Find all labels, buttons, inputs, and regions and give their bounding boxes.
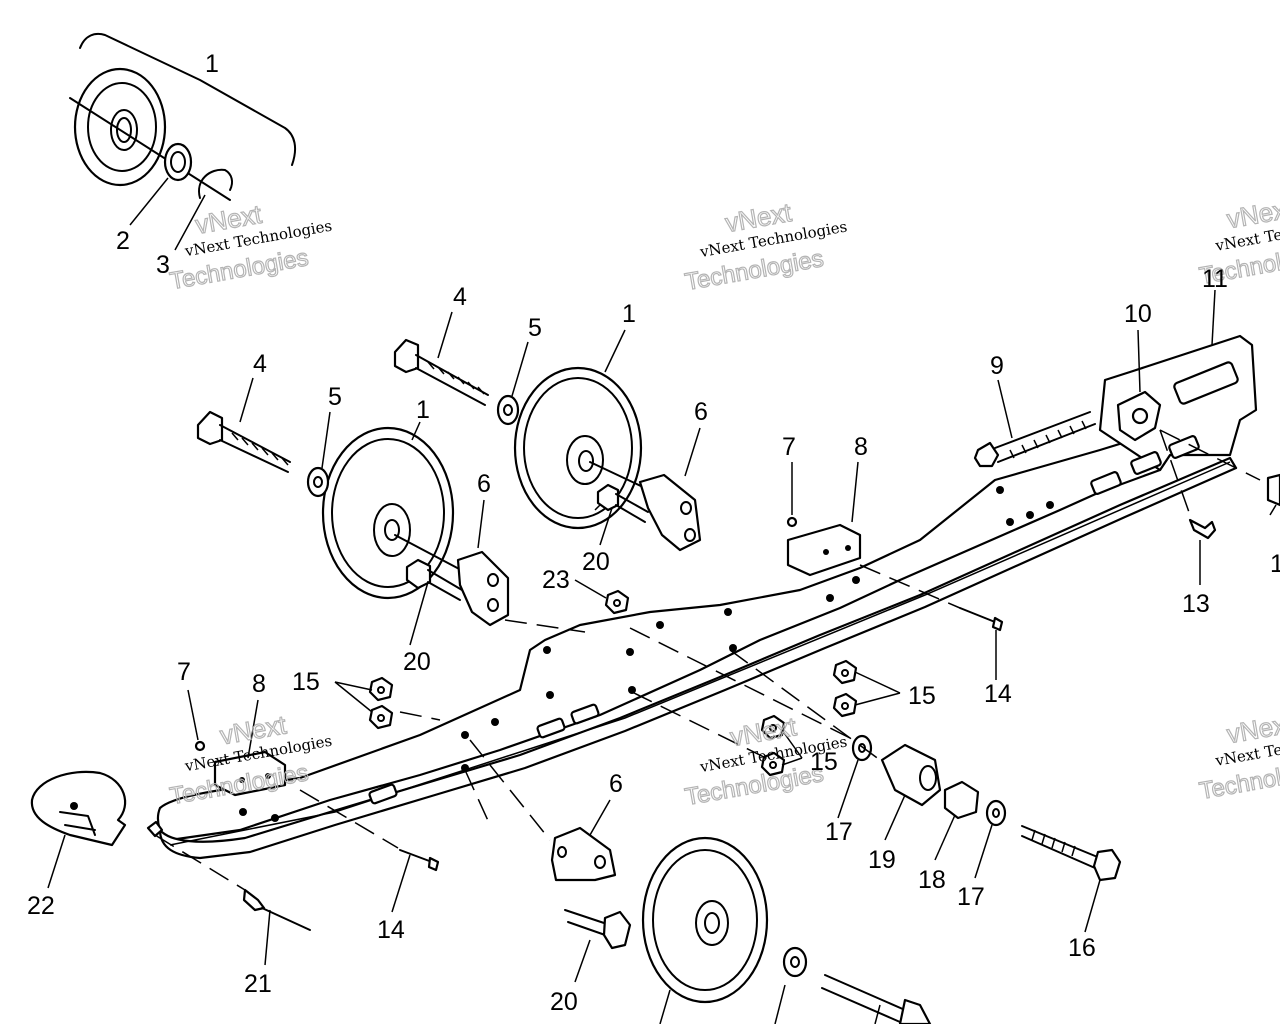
callout-label: 20: [403, 648, 431, 676]
idler-wheel-1: [321, 426, 481, 600]
bolt-16: [1021, 825, 1122, 882]
callout-label: 14: [377, 916, 405, 944]
callout-label: 17: [825, 818, 853, 846]
callout-label: 20: [550, 988, 578, 1016]
callout-label: 7: [177, 658, 191, 686]
callout-label: 21: [244, 970, 272, 998]
callout-label: 6: [609, 770, 623, 798]
callout-label: 1: [416, 396, 430, 424]
callout-label: 15: [810, 748, 838, 776]
centerlines: [154, 429, 1261, 891]
pins: [242, 518, 1217, 931]
callout-label: 3: [156, 251, 170, 279]
callout-label: 2: [116, 227, 130, 255]
callout-label: 8: [252, 670, 266, 698]
callout-label: 5: [528, 314, 542, 342]
callout-label: 16: [1068, 934, 1096, 962]
callout-label: 4: [453, 283, 467, 311]
bolt-4-a: [196, 410, 291, 473]
callout-label: 15: [292, 668, 320, 696]
bolt-20-a: [405, 558, 463, 601]
callout-label: 6: [694, 398, 708, 426]
wheel-assembly-detail: [69, 32, 297, 201]
callout-label: 5: [328, 383, 342, 411]
callout-label: 18: [918, 866, 946, 894]
callout-label: 4: [253, 350, 267, 378]
rear-bracket: [1116, 390, 1280, 507]
washers: [306, 394, 1007, 978]
watermark-1: vNext vNext Technologies Technologies: [167, 198, 333, 296]
watermark-2: vNext vNext Technologies Technologies: [682, 196, 848, 296]
callout-label: 17: [957, 883, 985, 911]
callout-label: 1: [205, 50, 219, 78]
watermark-6: vNext vNext Technologies Technologies: [1197, 708, 1280, 806]
callout-label: 20: [582, 548, 610, 576]
blocks: [194, 516, 862, 797]
spacers: [880, 743, 980, 820]
idler-wheel-3: [641, 836, 769, 1004]
idler-wheel-2: [513, 366, 661, 530]
nuts: [368, 589, 858, 777]
callout-label: 23: [542, 566, 570, 594]
callout-label: 6: [477, 470, 491, 498]
callout-label: 1: [622, 300, 636, 328]
callout-label: 7: [782, 433, 796, 461]
callout-label: 13: [1182, 590, 1210, 618]
bolt-bottom-right: [821, 974, 932, 1024]
callout-label: 9: [990, 352, 1004, 380]
bolt-20-b: [596, 483, 649, 523]
callout-label: 22: [27, 892, 55, 920]
axle-brackets: [456, 473, 702, 882]
callout-label: 8: [854, 433, 868, 461]
callout-label: 15: [908, 682, 936, 710]
bolt-9: [973, 411, 1096, 468]
callout-label: 14: [984, 680, 1012, 708]
callout-label: 10: [1124, 300, 1152, 328]
callout-label: 19: [868, 846, 896, 874]
callout-labels: 1 2 3 4 5 1 6 4 5 1 6 7 8 9 10 11 23 20 …: [27, 50, 1280, 1016]
callout-label: 11: [1202, 265, 1228, 293]
leader-lines: [47, 177, 1277, 1024]
bolt-20-c: [564, 909, 632, 950]
front-tip: [30, 770, 164, 847]
bolt-4-b: [393, 338, 489, 406]
callout-label: 1: [1270, 550, 1280, 578]
